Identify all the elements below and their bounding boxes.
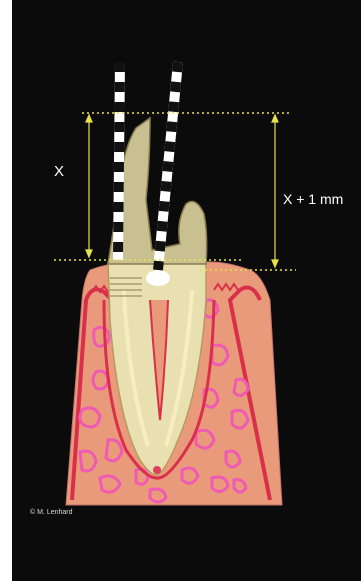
measure-arrow-x-plus bbox=[272, 115, 278, 267]
measurement-label-x: X bbox=[54, 163, 64, 180]
measurement-label-x-plus-1mm: X + 1 mm bbox=[283, 191, 343, 207]
measure-arrow-x bbox=[86, 115, 92, 257]
image-credit: © M. Lenhard bbox=[30, 509, 73, 516]
probe-tip bbox=[146, 270, 170, 286]
probe-left bbox=[118, 62, 120, 260]
apex-marker bbox=[153, 466, 161, 474]
probe-right bbox=[158, 62, 178, 270]
